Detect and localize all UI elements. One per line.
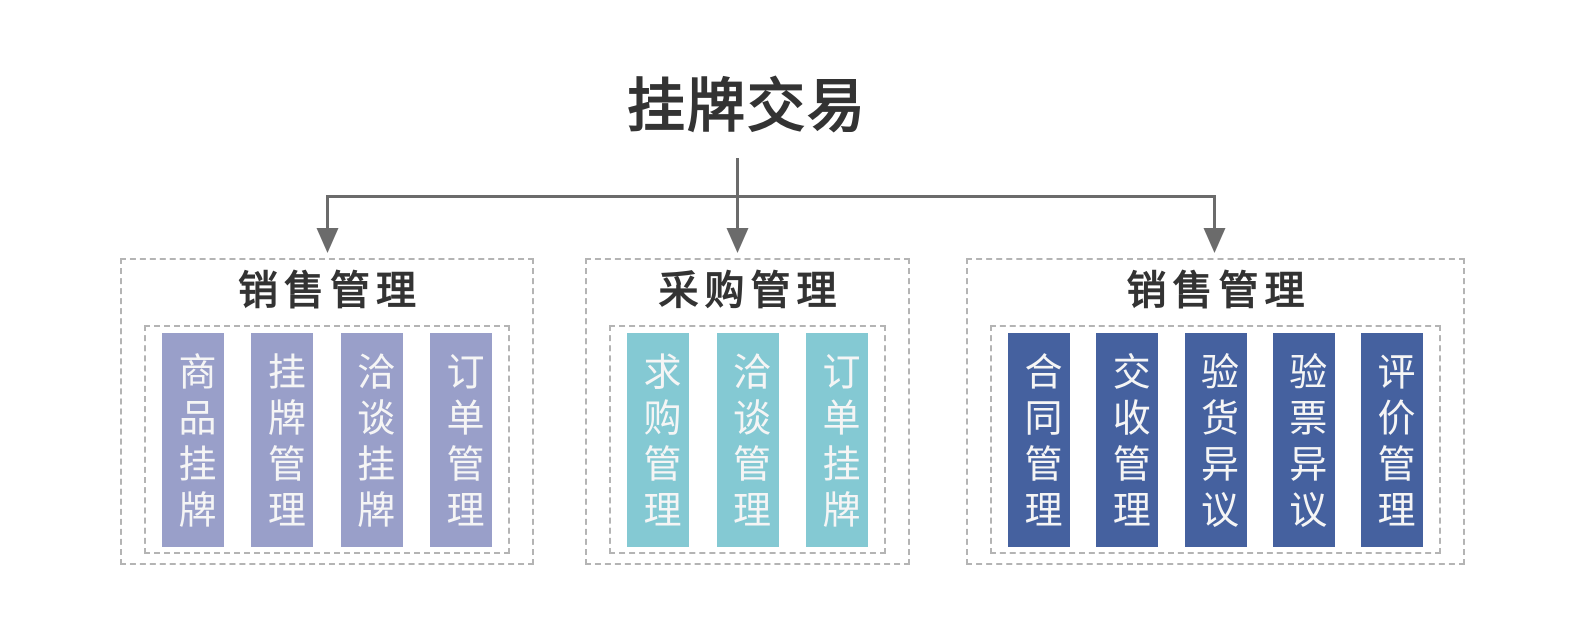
group-header: 采购管理 [658, 269, 843, 313]
module-label: 合同管理 [1018, 351, 1060, 536]
module-bar: 订单挂牌 [806, 332, 868, 547]
group-inner-box: 求购管理 洽谈管理 订单挂牌 [609, 325, 886, 554]
module-label: 洽谈管理 [726, 351, 769, 536]
module-label: 挂牌管理 [261, 351, 304, 536]
group-sales-management-left: 销售管理 商品挂牌 挂牌管理 洽谈挂牌 订单管理 [120, 258, 534, 565]
module-label: 订单管理 [439, 351, 482, 536]
module-label: 评价管理 [1371, 351, 1413, 536]
module-bar: 验票异议 [1272, 332, 1335, 547]
module-bar: 订单管理 [429, 332, 492, 547]
module-label: 交收管理 [1106, 351, 1149, 536]
arrowhead-center-icon [726, 228, 749, 253]
module-bar: 评价管理 [1361, 332, 1423, 547]
module-label: 求购管理 [637, 351, 679, 536]
group-procurement-management: 采购管理 求购管理 洽谈管理 订单挂牌 [585, 258, 910, 565]
group-header: 销售管理 [1126, 269, 1311, 313]
arrowhead-left-icon [316, 228, 339, 253]
module-label: 商品挂牌 [172, 351, 214, 536]
group-sales-management-right: 销售管理 合同管理 交收管理 验货异议 验票异议 评价管理 [966, 258, 1465, 565]
module-label: 洽谈挂牌 [350, 351, 393, 536]
module-bar: 洽谈挂牌 [340, 332, 403, 547]
group-inner-box: 商品挂牌 挂牌管理 洽谈挂牌 订单管理 [144, 325, 510, 554]
group-header: 销售管理 [238, 269, 422, 313]
module-bar: 合同管理 [1008, 332, 1070, 547]
module-label: 订单挂牌 [816, 351, 858, 536]
diagram-title: 挂牌交易 [626, 74, 868, 139]
module-label: 验货异议 [1194, 351, 1237, 536]
module-bar: 商品挂牌 [162, 332, 224, 547]
module-bar: 验货异议 [1184, 332, 1247, 547]
module-bar: 洽谈管理 [716, 332, 779, 547]
group-inner-box: 合同管理 交收管理 验货异议 验票异议 评价管理 [990, 325, 1441, 554]
module-bar: 求购管理 [627, 332, 689, 547]
arrowhead-right-icon [1203, 228, 1226, 253]
module-label: 验票异议 [1282, 351, 1325, 536]
module-bar: 挂牌管理 [251, 332, 314, 547]
module-bar: 交收管理 [1096, 332, 1159, 547]
